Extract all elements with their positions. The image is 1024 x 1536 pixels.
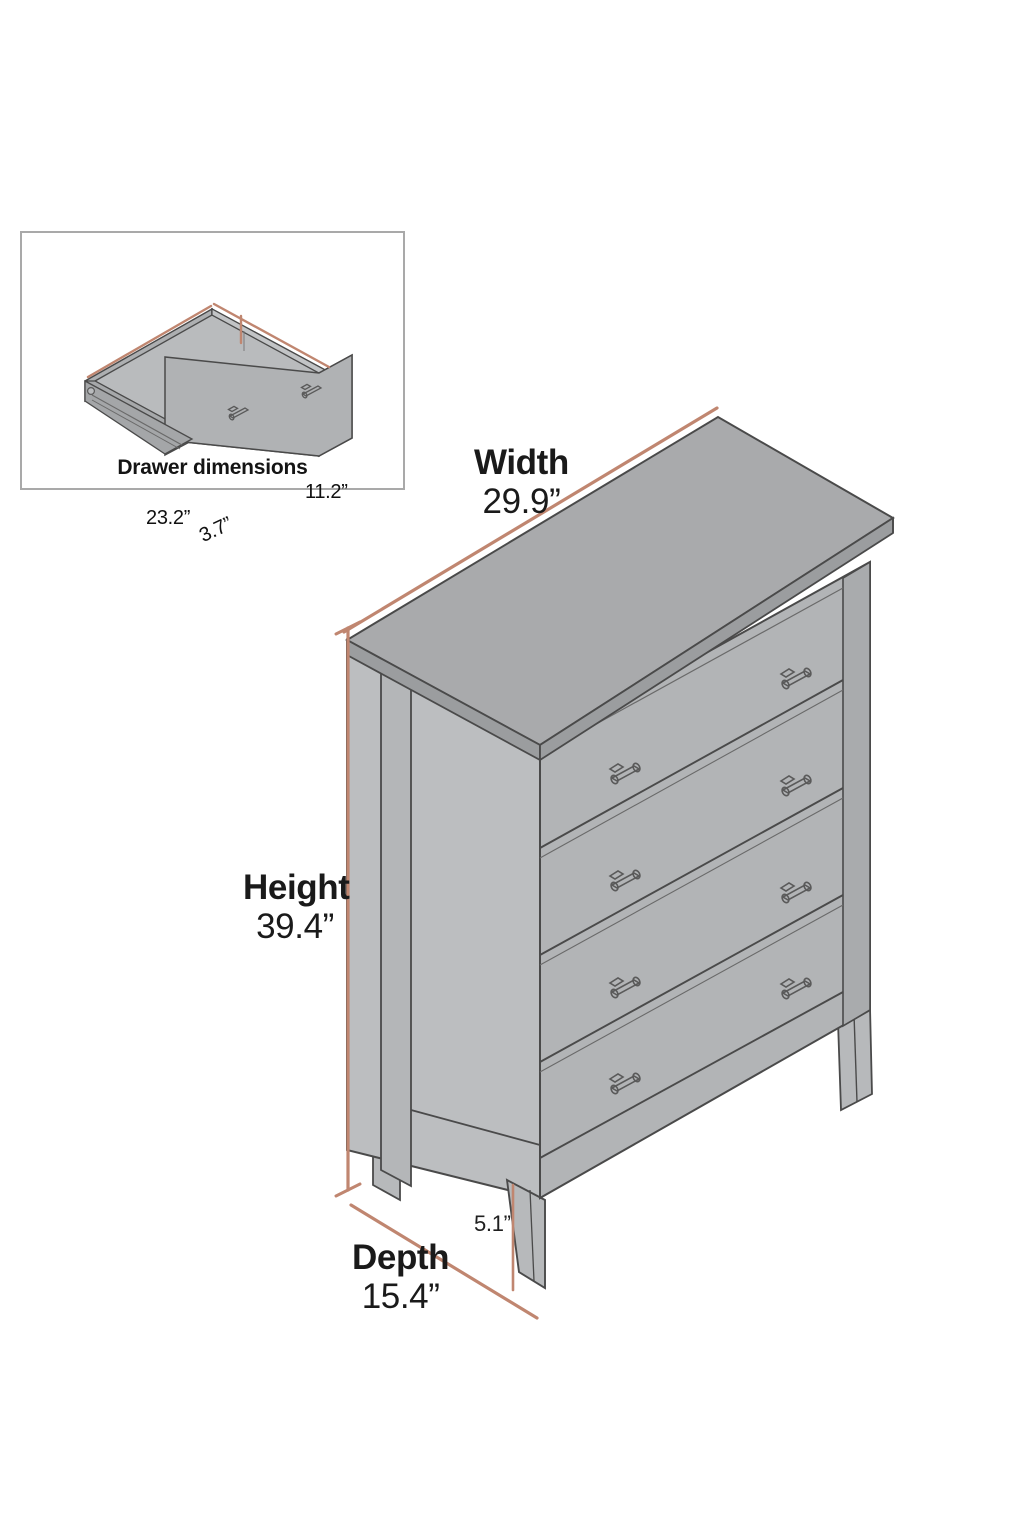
leg-height-value: 5.1” xyxy=(474,1211,511,1236)
width-dimension-line xyxy=(342,406,719,634)
drawer-slide-rail xyxy=(86,387,183,450)
dresser-top xyxy=(344,415,895,762)
leg-front-left xyxy=(505,1178,546,1290)
depth-label-group: Depth 15.4” xyxy=(352,1238,450,1317)
drawer-front-panel xyxy=(539,560,871,1200)
drawer-dimensions-caption: Drawer dimensions xyxy=(117,456,308,479)
width-label-group: Width 29.9” xyxy=(474,443,569,521)
height-label-group: Height 39.4” xyxy=(243,868,350,947)
width-value: 29.9” xyxy=(482,482,561,522)
drawer-width-value: 11.2” xyxy=(305,481,348,503)
dresser-body xyxy=(344,415,895,1290)
drawer-length-value: 23.2” xyxy=(146,507,191,529)
depth-dimension-line xyxy=(349,1203,539,1320)
depth-value: 15.4” xyxy=(361,1277,440,1317)
drawer-illustration xyxy=(84,302,353,458)
drawer-divider-lines xyxy=(539,679,844,1159)
width-label: Width xyxy=(474,443,569,482)
depth-label: Depth xyxy=(352,1238,450,1277)
height-label: Height xyxy=(243,868,350,907)
inset-dimension-lines xyxy=(86,302,331,379)
side-panel xyxy=(346,638,541,1200)
drawer-box xyxy=(84,307,353,458)
height-dimension-line xyxy=(334,620,362,1198)
drawer-dimensions-inset: 23.2” 11.2” 3.7” xyxy=(20,231,405,547)
dimension-lines xyxy=(334,406,719,1320)
height-value: 39.4” xyxy=(256,907,334,947)
